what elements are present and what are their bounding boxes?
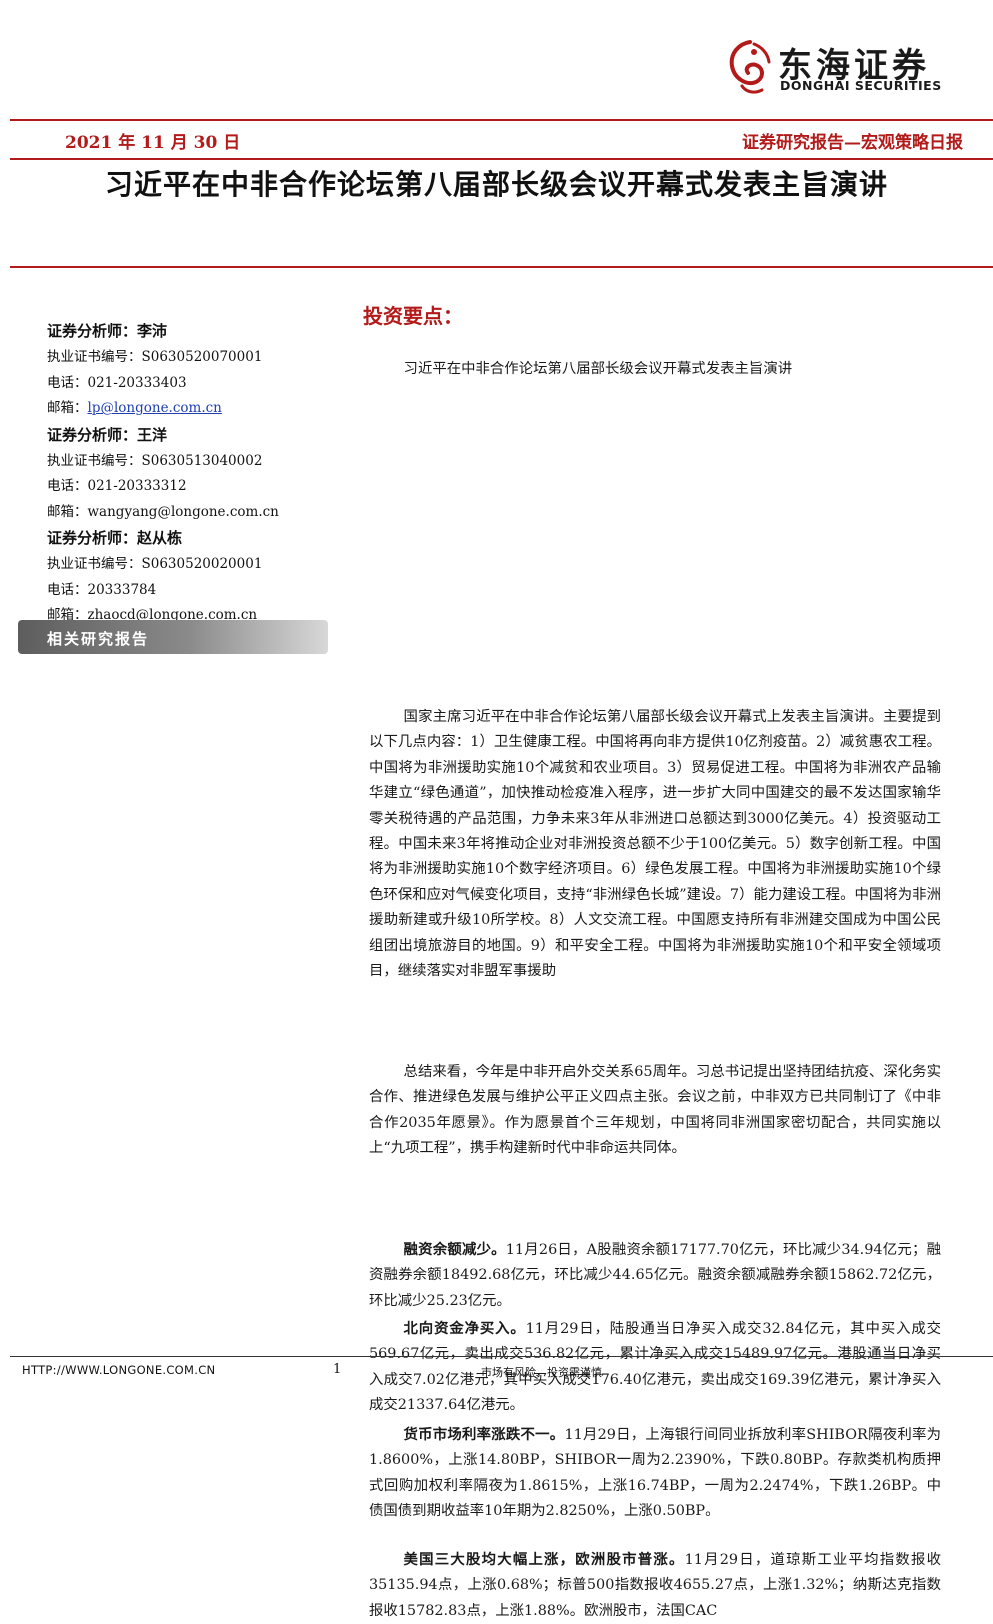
analyst-cert: 执业证书编号：S0630513040002 bbox=[47, 452, 263, 469]
market-item: 融资余额减少。11月26日，A股融资余额17177.70亿元，环比减少34.94… bbox=[369, 1237, 941, 1314]
analyst-email-row: 邮箱：lp@longone.com.cn bbox=[47, 396, 337, 422]
analyst-name: 证券分析师：李沛 bbox=[47, 322, 168, 340]
market-item-lead: 美国三大股均大幅上涨，欧洲股市普涨。 bbox=[403, 1551, 685, 1568]
brand-name-cn: 东海证券 bbox=[778, 46, 930, 86]
analyst-email: wangyang@longone.com.cn bbox=[87, 503, 279, 520]
analyst-phone: 电话：20333784 bbox=[47, 581, 157, 598]
summary-subtitle: 习近平在中非合作论坛第八届部长级会议开幕式发表主旨演讲 bbox=[403, 361, 793, 377]
email-label: 邮箱： bbox=[47, 503, 88, 520]
analyst-phone: 电话：021-20333403 bbox=[47, 374, 187, 391]
market-item-lead: 货币市场利率涨跌不一。 bbox=[403, 1426, 565, 1443]
page-number: 1 bbox=[333, 1362, 342, 1377]
market-item: 货币市场利率涨跌不一。11月29日，上海银行间同业拆放利率SHIBOR隔夜利率为… bbox=[369, 1422, 941, 1525]
analyst-email-row: 邮箱：wangyang@longone.com.cn bbox=[47, 500, 337, 526]
related-reports-label: 相关研究报告 bbox=[47, 630, 150, 648]
report-date: 2021 年 11 月 30 日 bbox=[65, 133, 241, 153]
analyst-email: zhaocd@longone.com.cn bbox=[87, 607, 258, 623]
analyst-cert: 执业证书编号：S0630520070001 bbox=[47, 349, 263, 365]
analyst-card: 证券分析师：赵从栋 执业证书编号：S0630520020001 电话：20333… bbox=[47, 525, 337, 629]
market-item: 美国三大股均大幅上涨，欧洲股市普涨。11月29日，道琼斯工业平均指数报收3513… bbox=[369, 1547, 941, 1624]
market-item-lead: 融资余额减少。 bbox=[403, 1241, 506, 1258]
report-series: 证券研究报告—宏观策略日报 bbox=[742, 133, 963, 153]
analyst-name: 证券分析师：赵从栋 bbox=[47, 529, 183, 547]
footer-divider bbox=[10, 1356, 993, 1357]
company-logo: 东海证券 DONGHAI SECURITIES bbox=[718, 36, 968, 100]
analyst-name: 证券分析师：王洋 bbox=[47, 425, 168, 444]
section-title: 投资要点： bbox=[363, 304, 463, 328]
header-bar: 2021 年 11 月 30 日 证券研究报告—宏观策略日报 bbox=[10, 119, 993, 160]
email-label: 邮箱： bbox=[47, 400, 88, 416]
summary-paragraph: 总结来看，今年是中非开启外交关系65周年。习总书记提出坚持团结抗疫、深化务实合作… bbox=[369, 1064, 941, 1157]
analyst-phone: 电话：021-20333312 bbox=[47, 478, 187, 494]
market-item-lead: 北向资金净买入。 bbox=[403, 1320, 526, 1337]
analyst-card: 证券分析师：李沛 执业证书编号：S0630520070001 电话：021-20… bbox=[47, 318, 337, 422]
phoenix-logo-icon bbox=[729, 40, 771, 94]
analyst-cert: 执业证书编号：S0630520020001 bbox=[47, 556, 263, 572]
market-item: 北向资金净买入。11月29日，陆股通当日净买入成交32.84亿元，其中买入成交5… bbox=[369, 1316, 941, 1419]
main-paragraph: 国家主席习近平在中非合作论坛第八届部长级会议开幕式上发表主旨演讲。主要提到以下几… bbox=[369, 709, 941, 980]
report-title: 习近平在中非合作论坛第八届部长级会议开幕式发表主旨演讲 bbox=[104, 168, 888, 201]
market-item-text: 11月26日，A股融资余额17177.70亿元，环比减少34.94亿元；融资融券… bbox=[369, 1242, 941, 1309]
analyst-email-link[interactable]: lp@longone.com.cn bbox=[87, 400, 222, 416]
analyst-sidebar: 证券分析师：李沛 执业证书编号：S0630520070001 电话：021-20… bbox=[47, 318, 337, 629]
analyst-card: 证券分析师：王洋 执业证书编号：S0630513040002 电话：021-20… bbox=[47, 422, 337, 526]
brand-name-en: DONGHAI SECURITIES bbox=[780, 78, 942, 93]
title-divider bbox=[10, 266, 993, 268]
footer-disclaimer: 市场有风险，投资需谨慎 bbox=[481, 1366, 602, 1379]
related-reports-header: 相关研究报告 bbox=[18, 620, 328, 654]
analyst-email-row: 邮箱：zhaocd@longone.com.cn bbox=[47, 603, 337, 629]
footer-url: HTTP://WWW.LONGONE.COM.CN bbox=[22, 1363, 216, 1377]
email-label: 邮箱： bbox=[47, 607, 88, 623]
